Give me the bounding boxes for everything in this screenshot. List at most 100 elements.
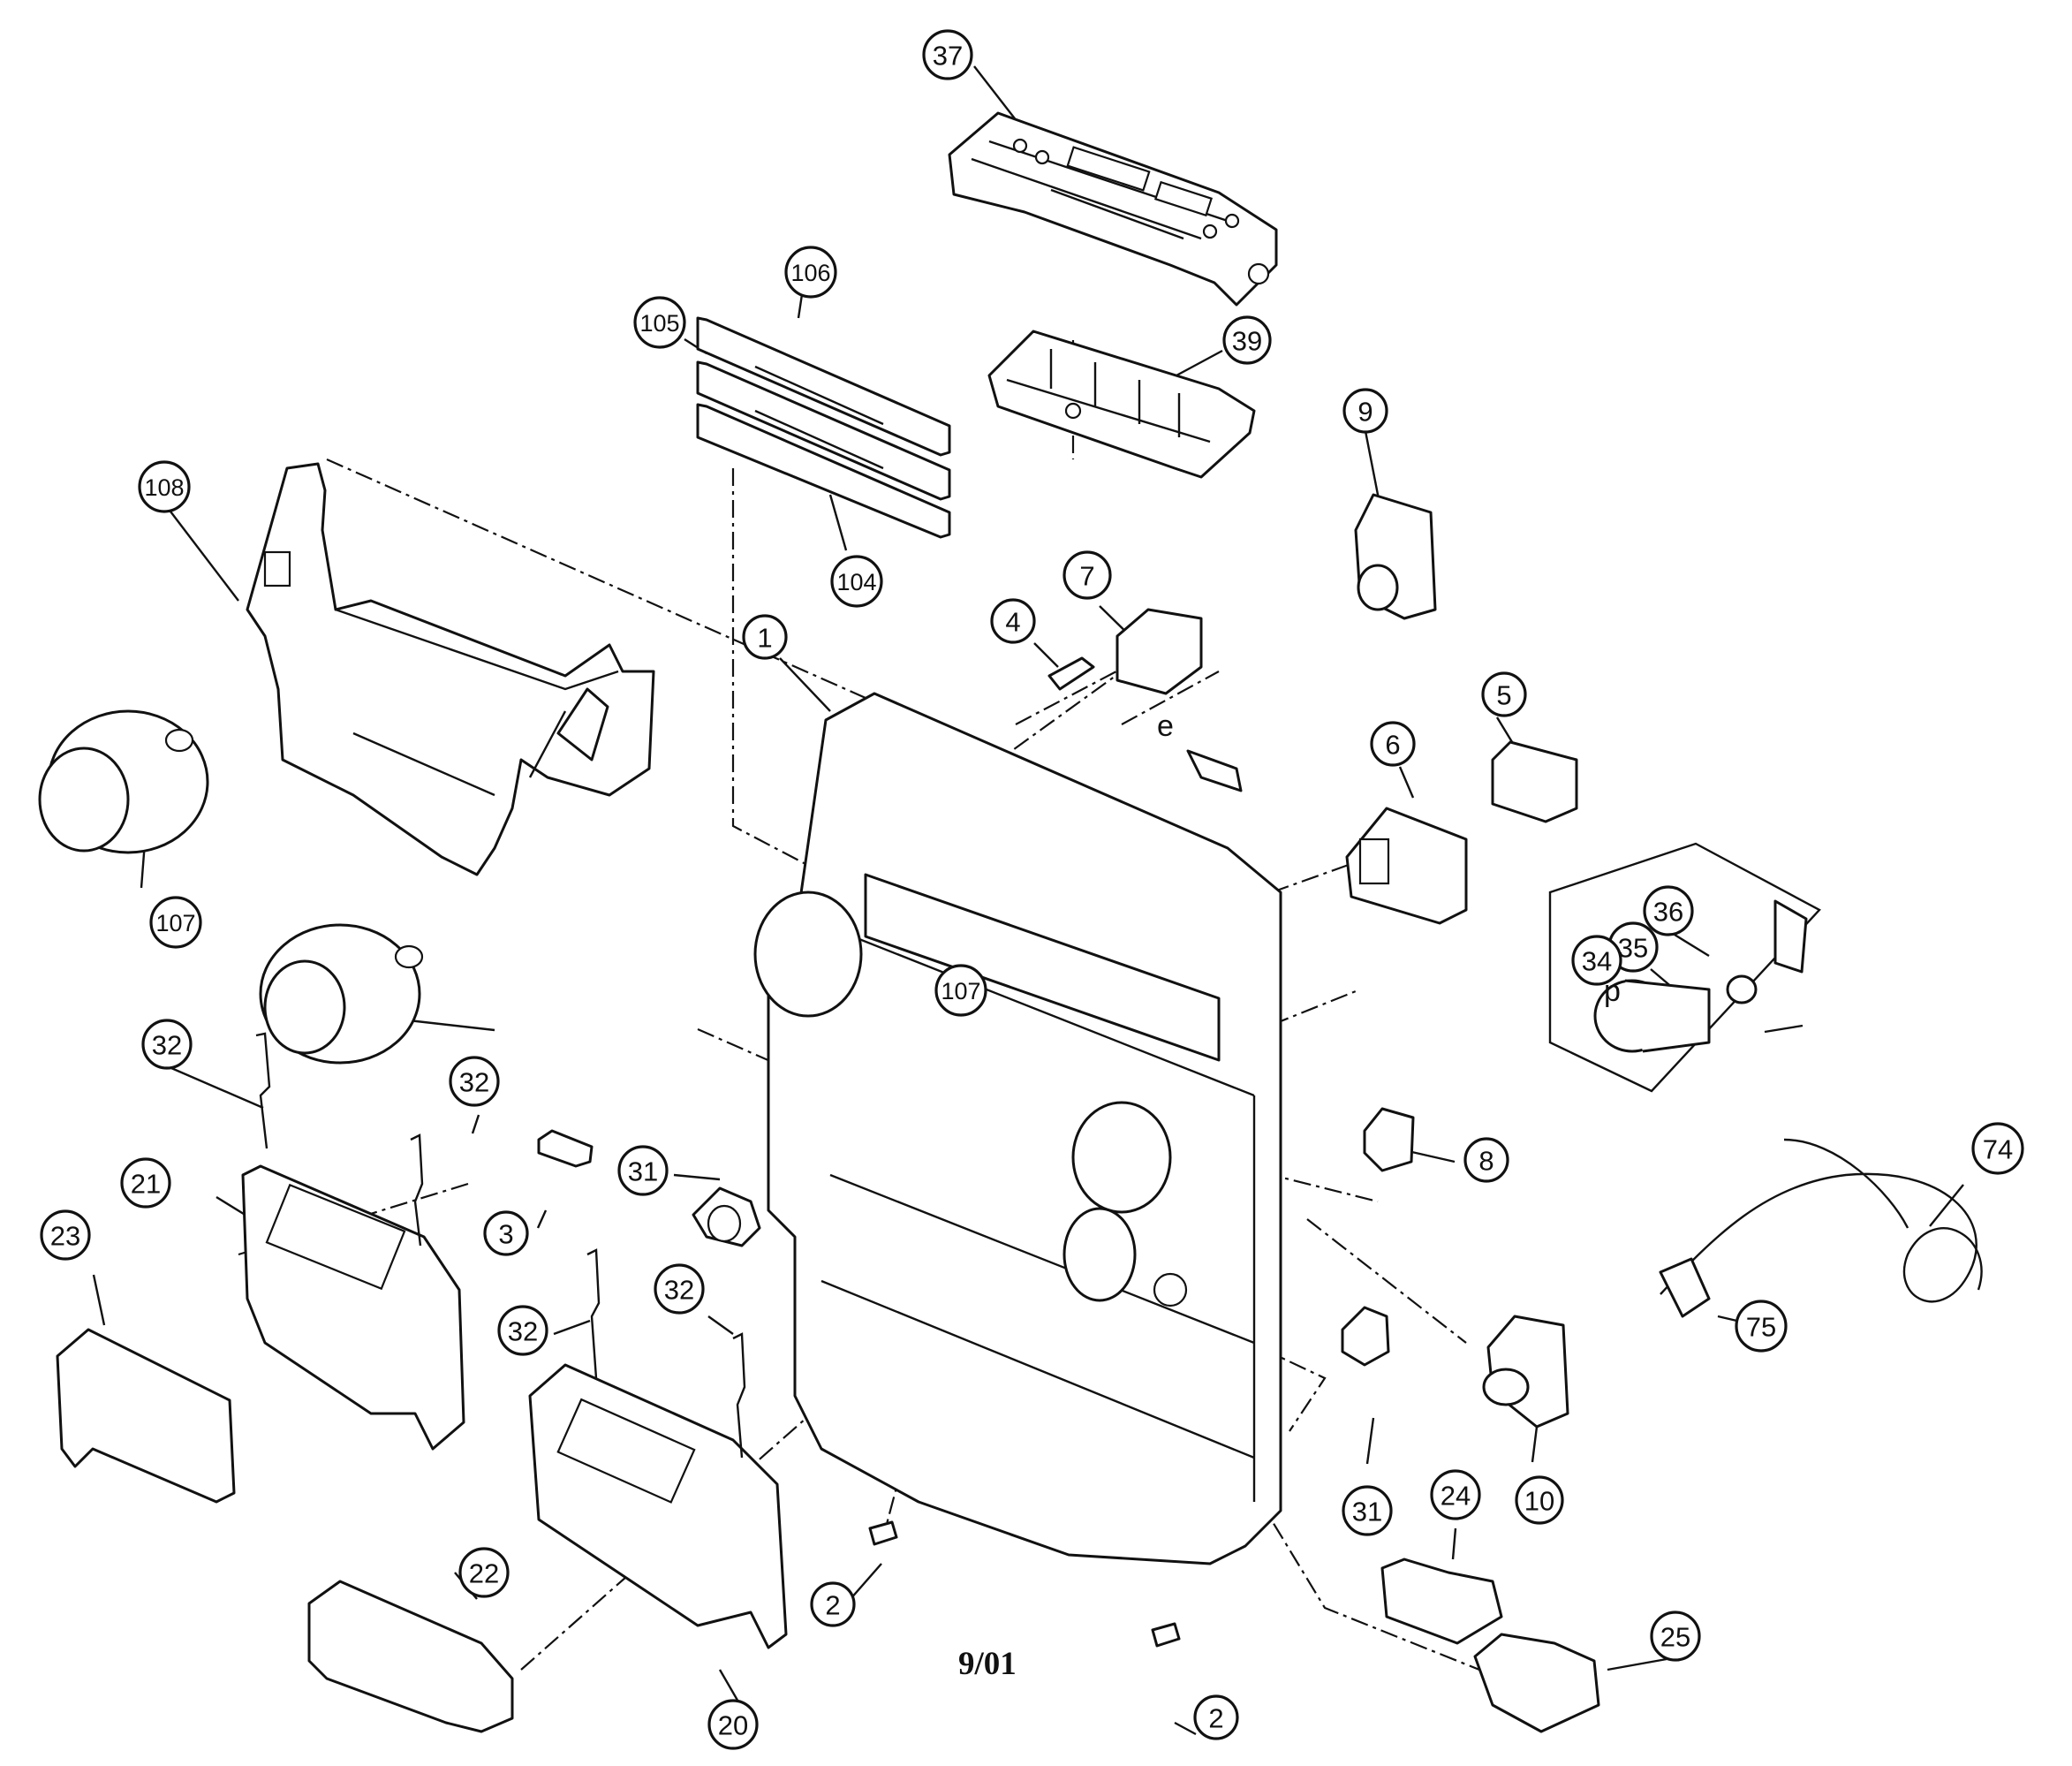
part-1-main-cabinet: [753, 692, 1282, 1565]
callout-7: 7: [1062, 550, 1112, 600]
callout-106: 106: [784, 246, 837, 299]
callout-107: 107: [149, 896, 202, 949]
callout-circle: [497, 1305, 548, 1356]
callout-3: 3: [483, 1210, 529, 1256]
callout-107: 107: [934, 964, 987, 1017]
part-107-knob-right: [259, 923, 424, 1065]
callout-8: 8: [1463, 1137, 1509, 1183]
callout-circle: [138, 460, 191, 513]
callout-circle: [633, 296, 686, 349]
callout-number: 1: [757, 623, 772, 654]
callout-number: 25: [1660, 1622, 1690, 1653]
part-39-circuit-board: [987, 330, 1256, 479]
callout-23: 23: [40, 1209, 91, 1261]
callout-6: 6: [1370, 721, 1416, 767]
part-8-holder: [1363, 1107, 1415, 1172]
callout-number: 9: [1357, 397, 1373, 428]
callout-108: 108: [138, 460, 191, 513]
callout-22: 22: [458, 1547, 510, 1598]
part-5-switch: [1491, 740, 1578, 823]
callout-105: 105: [633, 296, 686, 349]
callout-number: 10: [1524, 1486, 1554, 1517]
callout-number: 2: [1208, 1703, 1223, 1734]
callout-circle: [1222, 315, 1272, 365]
callout-circle: [934, 964, 987, 1017]
callout-circle: [1370, 721, 1416, 767]
callout-circle: [1643, 885, 1694, 936]
part-108-back-frame: [246, 462, 655, 876]
callout-32: 32: [141, 1019, 193, 1070]
callout-circle: [654, 1263, 705, 1315]
callout-74: 74: [1971, 1122, 2024, 1175]
part-9-bracket: [1354, 493, 1437, 620]
wire-letter-e: e: [1157, 709, 1174, 743]
part-22-front-grille: [307, 1580, 514, 1733]
callout-39: 39: [1222, 315, 1272, 365]
callout-number: 107: [155, 910, 195, 936]
callout-number: 24: [1441, 1481, 1471, 1512]
callout-number: 106: [790, 260, 830, 286]
callout-75: 75: [1735, 1300, 1788, 1353]
callout-circle: [1193, 1694, 1239, 1740]
callout-number: 32: [664, 1275, 694, 1306]
callout-number: 7: [1079, 561, 1094, 592]
callout-34: 34: [1571, 935, 1622, 986]
part-32-springs: [255, 1032, 746, 1459]
part-107-knob-left: [38, 709, 209, 854]
callout-104: 104: [830, 555, 883, 608]
callout-number: 23: [50, 1221, 80, 1252]
callout-32: 32: [497, 1305, 548, 1356]
callout-circle: [149, 896, 202, 949]
callout-number: 32: [152, 1030, 182, 1061]
callout-31: 31: [617, 1145, 669, 1196]
callout-number: 74: [1983, 1134, 2013, 1165]
part-10-bracket: [1482, 1315, 1569, 1429]
part-31-motor-left: [692, 1186, 761, 1247]
part-24-module: [1380, 1558, 1503, 1645]
part-74-75-power-cord: [1659, 1138, 1983, 1318]
callout-37: 37: [922, 29, 973, 80]
callout-number: 31: [1352, 1497, 1382, 1527]
callout-circle: [141, 1019, 193, 1070]
part-3-clip: [537, 1129, 594, 1168]
callout-circle: [810, 1581, 856, 1627]
callout-31: 31: [1342, 1485, 1393, 1536]
callout-number: 104: [836, 569, 876, 595]
callout-number: 31: [628, 1156, 658, 1187]
callout-number: 21: [131, 1169, 161, 1200]
callout-number: 20: [718, 1710, 748, 1741]
callout-circle: [1342, 388, 1388, 434]
callout-circle: [784, 246, 837, 299]
date-code: 9/01: [958, 1646, 1017, 1682]
callout-9: 9: [1342, 388, 1388, 434]
callout-circle: [40, 1209, 91, 1261]
callout-number: 36: [1653, 897, 1683, 928]
callout-number: 34: [1582, 946, 1612, 977]
callout-number: 32: [459, 1067, 489, 1098]
part-e-connector: e: [1157, 709, 1243, 792]
callout-2: 2: [810, 1581, 856, 1627]
callout-circle: [707, 1699, 759, 1750]
part-4-pin: [1047, 656, 1095, 691]
callout-circle: [1971, 1122, 2024, 1175]
callout-number: 75: [1746, 1312, 1776, 1343]
callout-25: 25: [1650, 1611, 1701, 1662]
callout-2: 2: [1193, 1694, 1239, 1740]
callout-32: 32: [654, 1263, 705, 1315]
callout-10: 10: [1515, 1475, 1564, 1525]
callout-circle: [1735, 1300, 1788, 1353]
callout-number: 39: [1232, 326, 1262, 357]
callout-circle: [990, 598, 1036, 644]
part-20-right-housing: [528, 1363, 788, 1649]
callout-20: 20: [707, 1699, 759, 1750]
callout-36: 36: [1643, 885, 1694, 936]
part-2-foot-b: [1151, 1622, 1181, 1648]
part-34-36-motor-group: p: [1548, 842, 1821, 1093]
callout-32: 32: [449, 1056, 500, 1107]
callout-number: 4: [1005, 607, 1020, 638]
callout-circle: [742, 614, 788, 660]
part-37-top-panel: [948, 111, 1278, 307]
callout-circle: [1062, 550, 1112, 600]
part-2-foot-a: [868, 1520, 898, 1546]
